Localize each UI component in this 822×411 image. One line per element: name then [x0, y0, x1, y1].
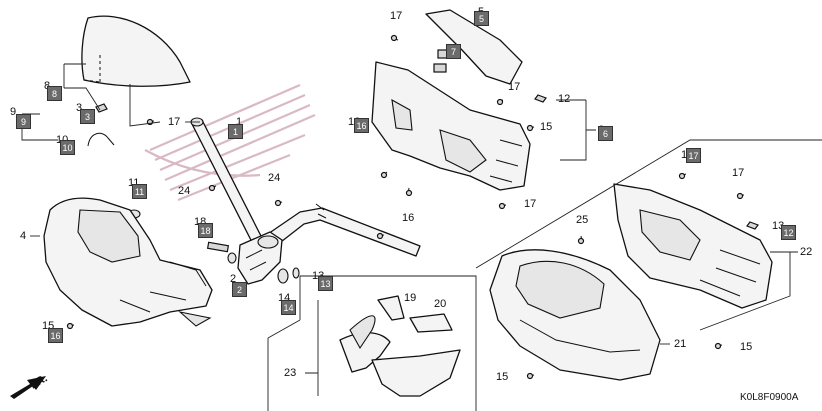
inset-frames	[267, 139, 822, 411]
inner-covers	[339, 295, 461, 397]
part-tag: 5	[474, 11, 489, 26]
callout-15: 15	[540, 121, 553, 133]
part-tag: 12	[781, 225, 796, 240]
part-tag: 16	[354, 118, 369, 133]
leader-lines	[21, 63, 798, 396]
callout-17: 17	[168, 116, 181, 128]
part-tag: 13	[318, 276, 333, 291]
front-arrow-icon	[10, 376, 46, 399]
part-tag: 7	[446, 44, 461, 59]
callout-1: 1	[681, 149, 688, 161]
callout-25: 25	[576, 214, 589, 226]
callout-16: 16	[402, 212, 415, 224]
callout-15: 15	[496, 371, 509, 383]
part-tag: 18	[198, 223, 213, 238]
callout-20: 20	[434, 298, 447, 310]
part-tag: 10	[60, 140, 75, 155]
callout-21: 21	[674, 338, 687, 350]
callout-15: 15	[740, 341, 753, 353]
part-tag: 17	[686, 148, 701, 163]
callout-3: 3	[76, 102, 83, 114]
handle-cover-rear	[371, 9, 531, 191]
callout-2: 2	[230, 273, 237, 285]
callout-23: 23	[284, 367, 297, 379]
part-tag: 8	[47, 86, 62, 101]
part-tag: 16	[48, 328, 63, 343]
part-tag: 2	[232, 282, 247, 297]
part-tag: 3	[80, 109, 95, 124]
part-tag: 6	[598, 126, 613, 141]
callout-17: 17	[508, 81, 521, 93]
callout-19: 19	[404, 292, 417, 304]
handle-cover-right	[613, 183, 773, 309]
small-clips	[87, 103, 115, 147]
callout-4: 4	[20, 230, 27, 242]
callout-17: 17	[390, 10, 403, 22]
callout-17: 17	[524, 198, 537, 210]
callout-24: 24	[178, 185, 191, 197]
handlebar-holder	[206, 231, 283, 285]
callout-11: 11	[128, 177, 140, 189]
part-tag: 1	[228, 124, 243, 139]
diagram-code: K0L8F0900A	[740, 392, 799, 403]
front-handle-cover	[489, 249, 661, 381]
front-cover-left	[43, 197, 213, 327]
part-tag: 9	[16, 114, 31, 129]
callout-22: 22	[800, 246, 813, 258]
callout-12: 12	[558, 93, 571, 105]
callout-9: 9	[10, 106, 17, 118]
part-tag: 14	[281, 300, 296, 315]
callout-17: 17	[732, 167, 745, 179]
windscreen-part	[81, 15, 191, 87]
screws	[66, 34, 759, 380]
callout-1: 1	[236, 116, 243, 128]
callout-24: 24	[268, 172, 281, 184]
part-tag: 11	[132, 184, 147, 199]
